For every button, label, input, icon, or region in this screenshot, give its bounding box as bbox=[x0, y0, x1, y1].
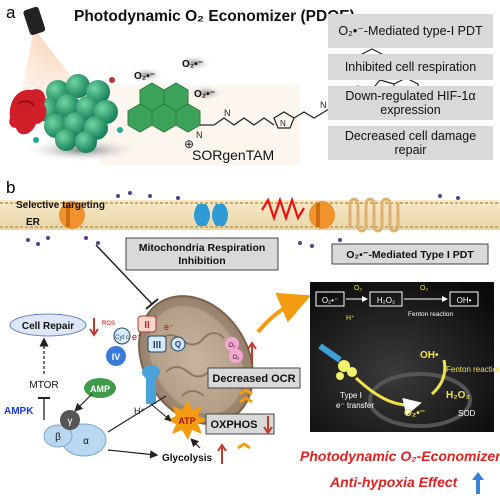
footer-line2: Anti-hypoxia Effect bbox=[329, 474, 459, 490]
svg-text:N: N bbox=[224, 108, 231, 118]
svg-text:α: α bbox=[83, 436, 89, 447]
svg-text:N: N bbox=[280, 119, 286, 128]
svg-text:O₂: O₂ bbox=[229, 343, 237, 349]
svg-text:IV: IV bbox=[112, 352, 121, 362]
panel-a-label: a bbox=[6, 3, 16, 22]
decreased-ocr-box bbox=[207, 367, 301, 389]
effect-label-2: Inhibited cell respiration bbox=[344, 59, 477, 74]
superoxide-cloud-1: O₂•⁻ bbox=[128, 67, 164, 83]
cell-o2-radical: O₂•⁻ bbox=[404, 408, 425, 419]
orange-chevrons-icon-2 bbox=[237, 442, 251, 450]
complex-iv-icon: IV bbox=[106, 346, 126, 366]
er-label: ER bbox=[26, 217, 41, 228]
svg-text:II: II bbox=[144, 320, 150, 331]
effect-box-1: O₂•⁻-Mediated type-I PDT bbox=[328, 14, 493, 48]
ampk-label: AMPK bbox=[4, 406, 34, 417]
cell-image-glows bbox=[318, 343, 472, 428]
electron-label-1: e⁻ bbox=[132, 332, 142, 342]
cell-repair-node: Cell Repair bbox=[9, 313, 87, 337]
svg-text:Cyt c: Cyt c bbox=[115, 335, 129, 341]
cell-fenton: Fenton reaction bbox=[446, 365, 500, 374]
membrane-transporter-orange-icon bbox=[59, 201, 335, 229]
molecule-name: SORgenTAM bbox=[192, 147, 274, 163]
selective-targeting-label: Selective targeting bbox=[16, 200, 105, 211]
pathway-o2-b: O₂ bbox=[420, 285, 428, 292]
cell-sod: SOD bbox=[458, 409, 476, 418]
atp-synthase-icon bbox=[142, 365, 160, 404]
glycolysis-label: Glycolysis bbox=[162, 453, 212, 464]
superoxide-cloud-3: O₂•⁻ bbox=[188, 85, 224, 101]
gpcr-receptor-icon bbox=[348, 197, 400, 233]
effect-label-4: Decreased cell damage repair bbox=[344, 128, 477, 157]
er-inhibition-line bbox=[95, 244, 153, 305]
ampk-complex-icon: γ β α bbox=[43, 410, 107, 457]
pathway-o2: O₂ bbox=[354, 285, 362, 292]
pathway-fenton: Fenton reaction bbox=[408, 311, 454, 318]
ampk-inhibit-line bbox=[107, 395, 167, 433]
cell-e-transfer: e⁻ transfer bbox=[336, 401, 374, 410]
h-plus-label: H⁺ bbox=[134, 406, 145, 416]
effect-label-1: O₂•⁻-Mediated type-I PDT bbox=[338, 23, 483, 38]
complex-iii-icon: III bbox=[147, 335, 167, 353]
effect-box-4: Decreased cell damage repair bbox=[328, 126, 493, 160]
sorgentam-molecule: N N N O N ⊕ bbox=[127, 48, 419, 151]
svg-text:O₂•⁻: O₂•⁻ bbox=[194, 89, 215, 100]
oxphos-box bbox=[205, 413, 275, 435]
svg-text:ATP: ATP bbox=[178, 416, 195, 426]
ros-label: ROS bbox=[102, 321, 115, 327]
positive-charge-icon: ⊕ bbox=[184, 137, 194, 151]
effect-label-3: Down-regulated HIF-1α expression bbox=[345, 88, 476, 117]
svg-text:O₂•⁻: O₂•⁻ bbox=[182, 59, 203, 70]
svg-text:β: β bbox=[55, 432, 61, 443]
svg-text:O₂•⁻: O₂•⁻ bbox=[134, 71, 155, 82]
svg-text:AMP: AMP bbox=[90, 384, 110, 394]
receptor-protein-icon bbox=[9, 89, 47, 135]
type1-pdt-box bbox=[331, 243, 489, 265]
amp-node: AMP bbox=[84, 378, 116, 398]
footer-line1: Photodynamic O₂-Economizer bbox=[300, 448, 500, 464]
svg-text:O₂: O₂ bbox=[233, 355, 241, 361]
effect-box-3: Down-regulated HIF-1α expression bbox=[328, 86, 493, 120]
mito-inhibition-box bbox=[125, 237, 279, 271]
svg-text:γ: γ bbox=[68, 416, 73, 427]
pathway-h2o2: H₂O₂ bbox=[377, 296, 395, 305]
light-wave-icon bbox=[261, 196, 305, 222]
svg-text:OXPHOS: OXPHOS bbox=[210, 419, 257, 431]
svg-text:Decreased OCR: Decreased OCR bbox=[212, 373, 295, 385]
effect-box-2: Inhibited cell respiration bbox=[328, 54, 493, 80]
atp-starburst-icon: ATP bbox=[166, 400, 208, 440]
cytochrome-c-icon: Cyt c bbox=[113, 327, 131, 345]
pathway-o2-radical: O₂•⁻ bbox=[322, 296, 338, 305]
electron-label-2: e⁻ bbox=[164, 322, 174, 332]
quinone-icon: Q bbox=[170, 336, 186, 352]
pdoe-title: Photodynamic O₂ Economizer (PDOE) bbox=[74, 8, 355, 25]
mtor-label: MTOR bbox=[29, 380, 58, 391]
superoxide-cloud-2: O₂•⁻ bbox=[176, 55, 212, 71]
orange-arrow-up bbox=[256, 292, 312, 334]
oxygen-molecules-icon: O₂ O₂ bbox=[225, 337, 243, 363]
dye-particles bbox=[26, 191, 460, 248]
complex-ii-icon: II bbox=[137, 315, 157, 333]
orange-chevrons-icon bbox=[239, 388, 253, 404]
cell-type1: Type I bbox=[340, 391, 362, 400]
pathway-oh: OH• bbox=[457, 296, 472, 305]
svg-text:Q: Q bbox=[175, 340, 181, 349]
pathway-hplus: H⁺ bbox=[346, 315, 355, 322]
panel-b-label: b bbox=[6, 178, 15, 197]
cell-h2o2: H₂O₂ bbox=[446, 390, 470, 401]
svg-text:III: III bbox=[153, 340, 162, 351]
type1-pdt-label: O₂•⁻-Mediated Type I PDT bbox=[346, 249, 474, 261]
svg-text:Cell Repair: Cell Repair bbox=[22, 321, 74, 332]
cell-oh: OH• bbox=[420, 350, 439, 361]
svg-text:N: N bbox=[196, 130, 203, 140]
mito-inhibition-line2: Inhibition bbox=[178, 255, 225, 267]
svg-text:N: N bbox=[320, 100, 327, 110]
ion-channel-blue-icon bbox=[194, 204, 228, 226]
up-arrow-icon bbox=[472, 472, 484, 480]
mito-inhibition-line1: Mitochondria Respiration bbox=[139, 242, 266, 254]
